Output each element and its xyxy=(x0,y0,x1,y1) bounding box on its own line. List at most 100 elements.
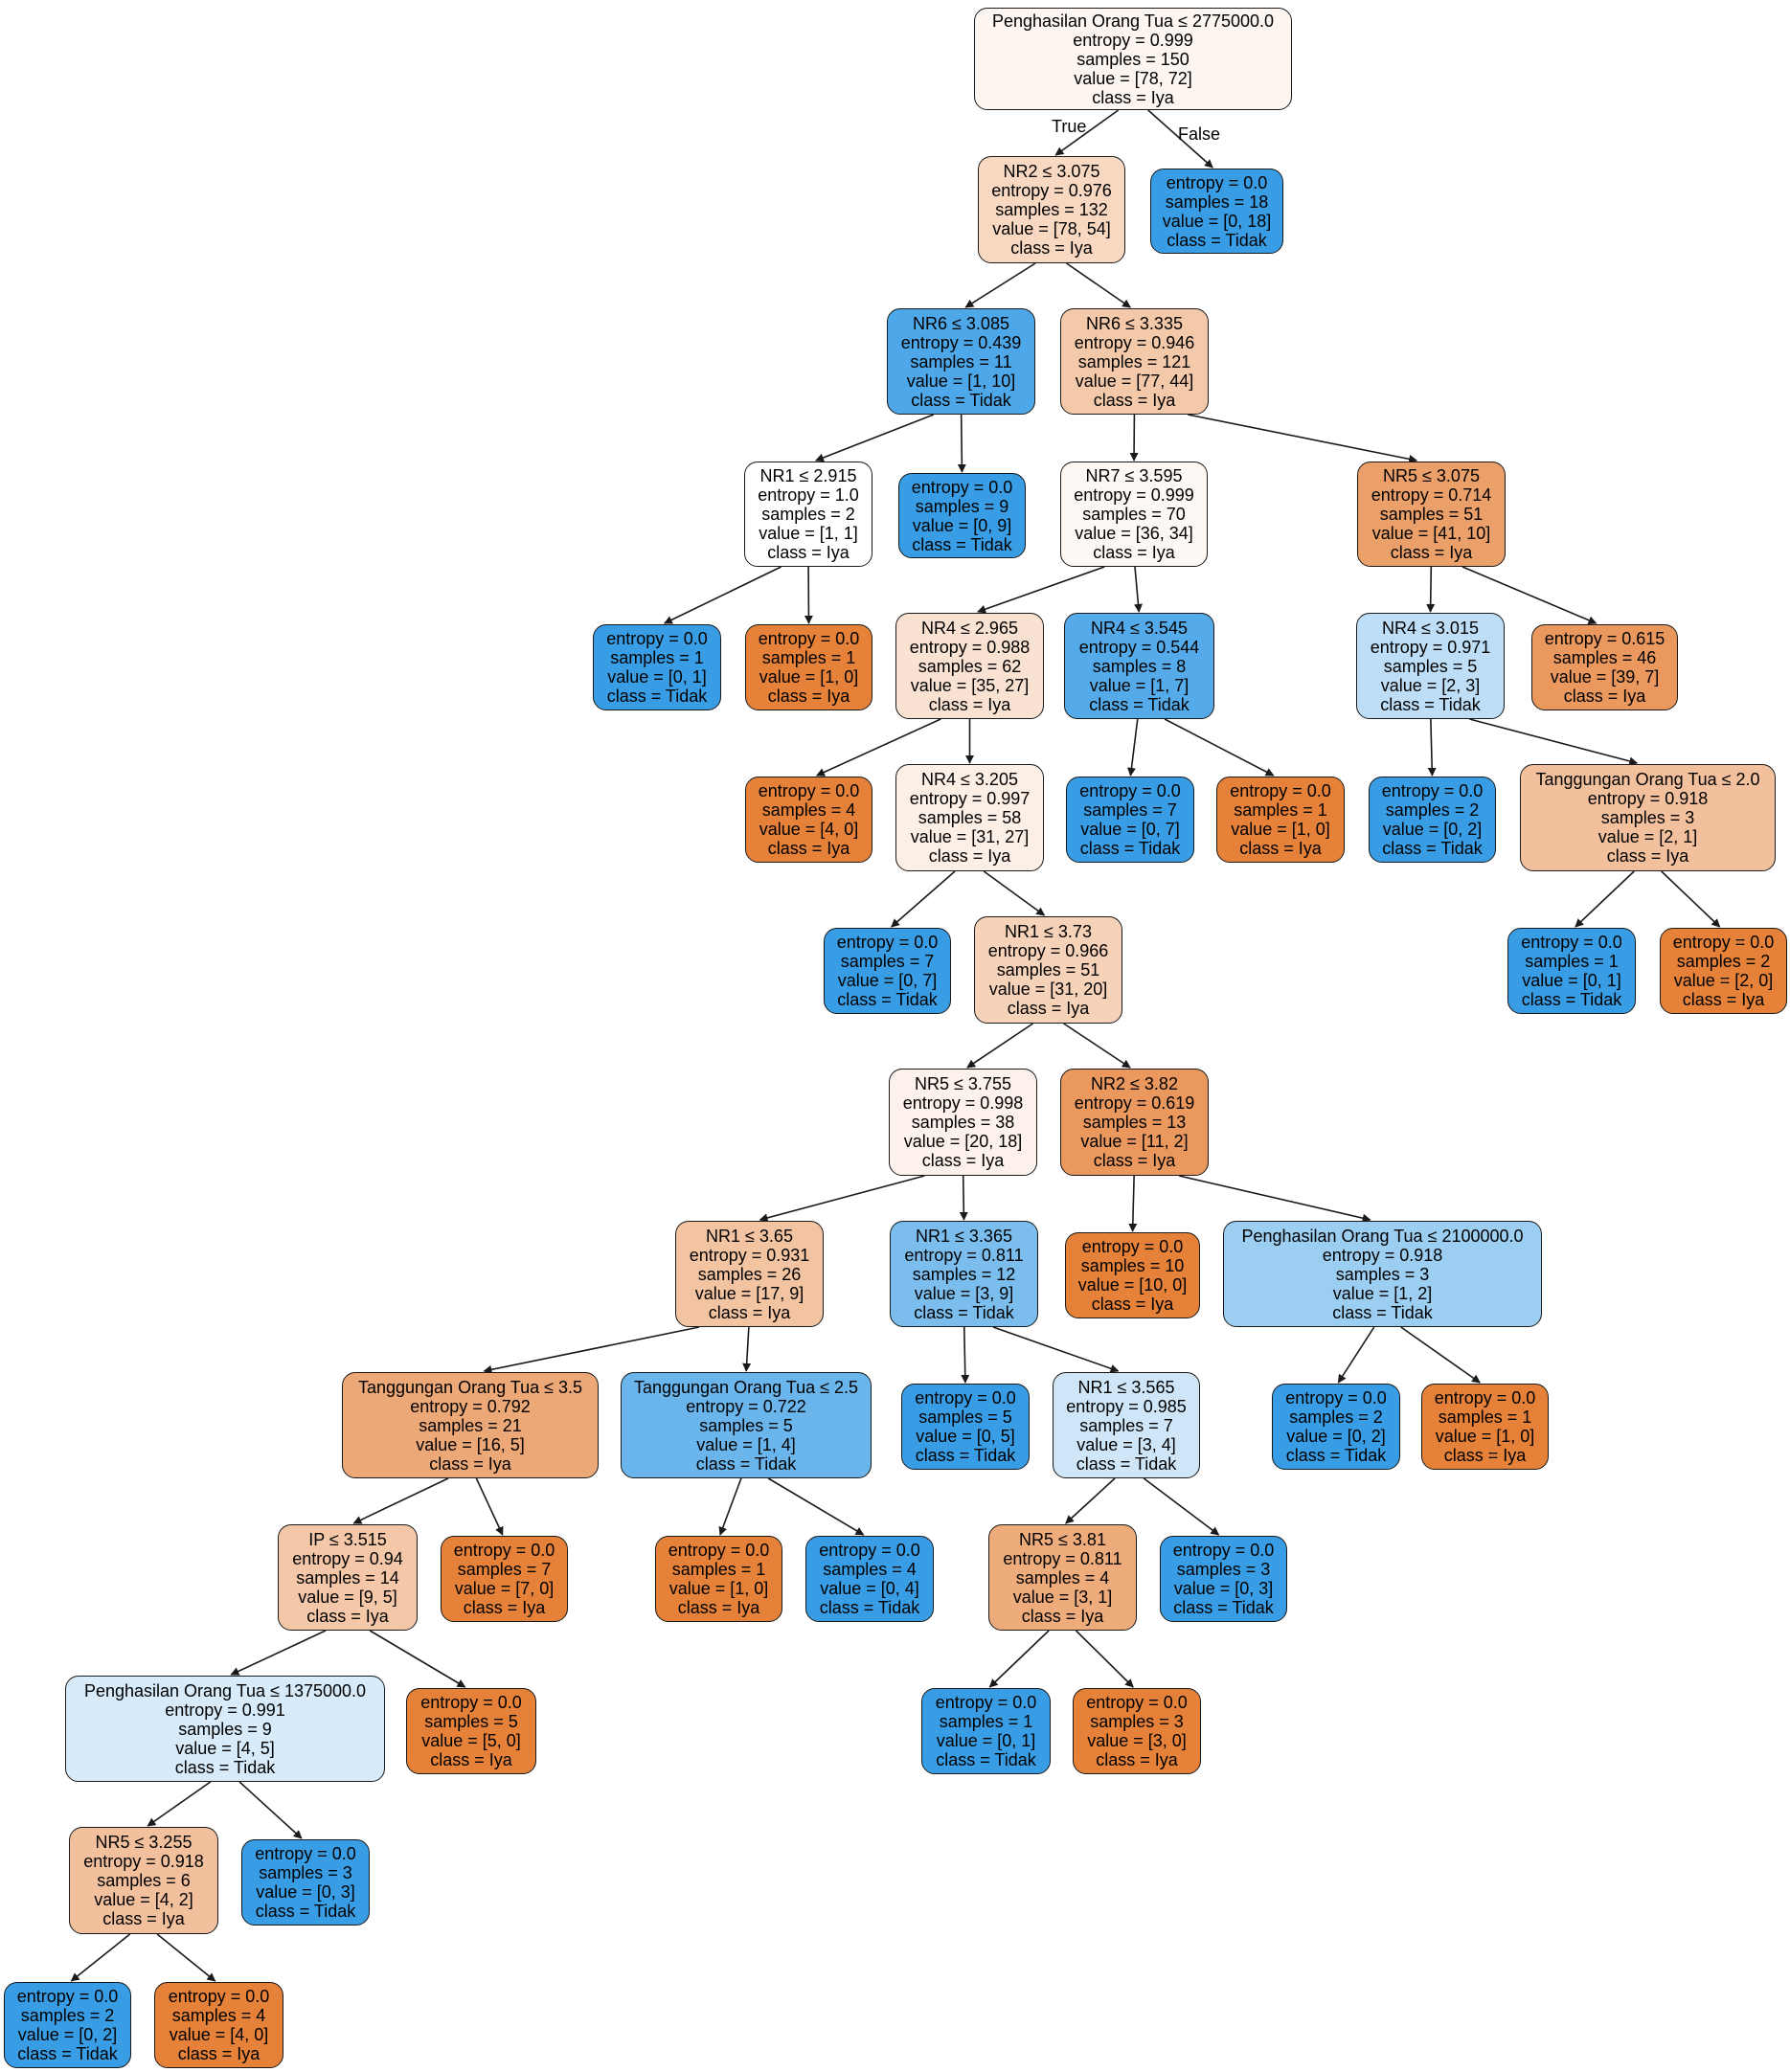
node-line: IP ≤ 3.515 xyxy=(308,1529,387,1549)
node-line: class = Iya xyxy=(429,1453,511,1474)
node-line: class = Iya xyxy=(767,543,850,562)
node-line: samples = 2 xyxy=(1385,800,1480,820)
node-line: samples = 5 xyxy=(1383,656,1478,676)
node-line: NR4 ≤ 3.545 xyxy=(1091,618,1188,638)
node-line: entropy = 0.971 xyxy=(1370,637,1491,657)
edge-n47-n49 xyxy=(70,1933,131,1982)
edge-n20-n24 xyxy=(1661,870,1721,928)
edge-n7-n11 xyxy=(977,566,1105,614)
node-line: value = [78, 72] xyxy=(1074,68,1192,88)
edge-n12-n17 xyxy=(1126,718,1139,777)
node-line: entropy = 0.991 xyxy=(165,1700,285,1720)
edge-n34-n41 xyxy=(1065,1477,1116,1524)
node-line: samples = 1 xyxy=(1525,952,1619,971)
node-line: value = [2, 1] xyxy=(1597,827,1698,846)
node-line: entropy = 0.0 xyxy=(668,1541,770,1560)
edge-n16-n22 xyxy=(983,870,1046,916)
node-line: NR4 ≤ 2.965 xyxy=(921,618,1018,638)
node-line: entropy = 0.0 xyxy=(453,1541,555,1560)
node-line: NR7 ≤ 3.595 xyxy=(1085,466,1183,485)
node-line: NR1 ≤ 2.915 xyxy=(759,466,857,485)
node-line: samples = 4 xyxy=(1015,1567,1110,1588)
node-line: class = Iya xyxy=(430,1750,512,1769)
node-line: entropy = 0.0 xyxy=(911,477,1013,497)
node-line: value = [1, 0] xyxy=(1231,820,1330,839)
node-line: samples = 2 xyxy=(20,2006,115,2025)
node-line: class = Iya xyxy=(767,839,850,858)
edge-n26-n30 xyxy=(1178,1175,1371,1223)
node-line: samples = 3 xyxy=(259,1863,352,1882)
edge-n1-n3 xyxy=(964,262,1036,308)
edge-n27-n31 xyxy=(483,1326,700,1374)
node-line: entropy = 0.94 xyxy=(292,1548,403,1568)
node-line: samples = 10 xyxy=(1080,1256,1185,1275)
node-line: value = [10, 0] xyxy=(1077,1275,1188,1295)
node-line: value = [1, 10] xyxy=(906,371,1016,391)
node-line: samples = 3 xyxy=(1090,1712,1184,1731)
node-line: entropy = 0.0 xyxy=(1285,1388,1387,1408)
node-line: class = Iya xyxy=(1021,1606,1104,1626)
node-line: samples = 7 xyxy=(1079,1415,1173,1435)
edge-n37-n43 xyxy=(230,1630,327,1676)
node-line: class = Iya xyxy=(677,1598,760,1617)
node-line: Penghasilan Orang Tua ≤ 2100000.0 xyxy=(1241,1226,1524,1246)
node-line: value = [0, 1] xyxy=(936,1731,1036,1750)
node-line: class = Tidak xyxy=(1079,839,1181,858)
edge-n5-n9 xyxy=(663,566,782,624)
node-line: class = Iya xyxy=(1096,1750,1178,1769)
node-line: entropy = 0.931 xyxy=(689,1245,810,1265)
node-line: samples = 7 xyxy=(840,952,935,971)
edge-n1-n4 xyxy=(1066,262,1131,308)
node-line: value = [39, 7] xyxy=(1550,667,1660,687)
node-line: Penghasilan Orang Tua ≤ 1375000.0 xyxy=(83,1680,367,1700)
node-line: samples = 3 xyxy=(1335,1264,1430,1284)
node-line: value = [1, 0] xyxy=(668,1579,769,1598)
node-line: NR1 ≤ 3.73 xyxy=(1005,922,1092,941)
edge-n11-n15 xyxy=(815,718,941,777)
node-line: class = Tidak xyxy=(936,1750,1036,1769)
node-line: class = Tidak xyxy=(1167,230,1267,250)
node-line: value = [77, 44] xyxy=(1075,371,1194,391)
node-line: class = Tidak xyxy=(1076,1453,1177,1474)
node-line: value = [17, 9] xyxy=(694,1283,804,1303)
edge-n12-n18 xyxy=(1164,718,1275,777)
edge-n22-n25 xyxy=(966,1023,1033,1069)
node-line: samples = 9 xyxy=(178,1719,272,1739)
node-line: entropy = 0.0 xyxy=(915,1388,1016,1408)
node-line: class = Iya xyxy=(1092,87,1174,107)
node-line: entropy = 0.985 xyxy=(1066,1396,1187,1416)
node-line: samples = 14 xyxy=(296,1567,399,1588)
edge-n22-n26 xyxy=(1063,1023,1131,1069)
edge-n34-n42 xyxy=(1143,1477,1220,1536)
node-line: value = [78, 54] xyxy=(992,219,1111,238)
node-line: class = Iya xyxy=(1093,1151,1176,1170)
edge-n30-n36 xyxy=(1400,1326,1481,1384)
node-line: class = Tidak xyxy=(911,390,1011,410)
edge-n3-n5 xyxy=(815,414,935,462)
edge-n13-n20 xyxy=(1469,718,1639,766)
edge-n7-n12 xyxy=(1134,566,1143,613)
node-line: NR6 ≤ 3.085 xyxy=(913,313,1009,333)
node-line: class = Iya xyxy=(1239,839,1322,858)
edge-n0-n1 xyxy=(1054,109,1120,156)
node-line: entropy = 0.0 xyxy=(1230,781,1331,800)
node-line: samples = 18 xyxy=(1165,191,1269,212)
node-line: value = [9, 5] xyxy=(298,1587,397,1607)
node-line: value = [0, 18] xyxy=(1162,211,1272,231)
node-line: value = [4, 0] xyxy=(169,2025,269,2044)
edge-n32-n40 xyxy=(767,1477,865,1536)
node-line: class = Tidak xyxy=(1089,694,1190,714)
node-line: entropy = 0.0 xyxy=(1434,1388,1536,1408)
node-line: class = Tidak xyxy=(255,1902,356,1921)
